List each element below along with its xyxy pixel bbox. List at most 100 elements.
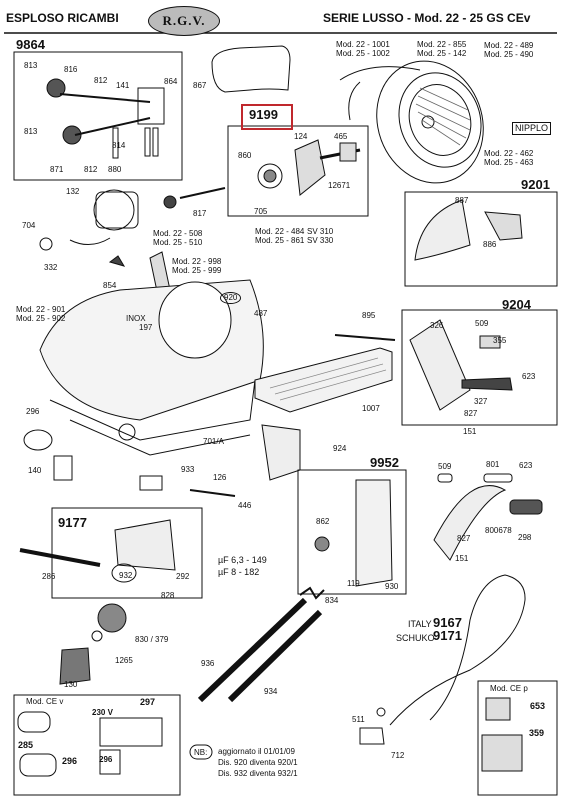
part-number: 511	[352, 715, 365, 724]
group-9201-label: 9201	[521, 177, 550, 192]
part-number: 297	[140, 697, 156, 707]
part-number: 197	[139, 323, 153, 332]
part-number: 1007	[362, 404, 380, 413]
part-number: 298	[518, 533, 532, 542]
part-number: 813	[24, 61, 38, 70]
part-number: 653	[530, 701, 546, 711]
part-number: 862	[316, 517, 330, 526]
group-9177-label: 9177	[58, 515, 87, 530]
part-number: 830 / 379	[135, 635, 169, 644]
note-line: Dis. 920 diventa 920/1	[218, 758, 298, 767]
part-number: 867	[193, 81, 207, 90]
nipplo-label: NIPPLO	[512, 122, 552, 135]
part-number: 887	[455, 196, 469, 205]
part-number: 12671	[328, 181, 351, 190]
part-number: 812	[94, 76, 108, 85]
part-number: 801	[486, 460, 500, 469]
note-line: Dis. 932 diventa 932/1	[218, 769, 298, 778]
part-number: 487	[254, 309, 268, 318]
part-number: 816	[64, 65, 78, 74]
part-number: 296	[26, 407, 40, 416]
part-number: 860	[238, 151, 252, 160]
group-9952-label: 9952	[370, 455, 399, 470]
part-number: 292	[176, 572, 190, 581]
part-number: 446	[238, 501, 252, 510]
part-number: 465	[334, 132, 348, 141]
part-number: 932	[119, 571, 133, 580]
model-label: Mod. 22 - 1001	[336, 40, 390, 49]
part-number: 924	[333, 444, 347, 453]
model-label: Mod. 25 - 999	[172, 266, 222, 275]
part-number: 151	[455, 554, 469, 563]
note-nb: NB:	[194, 748, 208, 757]
part-number: 871	[50, 165, 64, 174]
part-number: 854	[103, 281, 117, 290]
part-number: 141	[116, 81, 130, 90]
model-label: Mod. 25 - 861	[255, 236, 305, 245]
header-title-right: SERIE LUSSO - Mod. 22 - 25 GS CEv	[323, 11, 531, 25]
part-number: 701/A	[203, 437, 224, 446]
part-number: 886	[483, 240, 497, 249]
model-label: Mod. 22 - 855	[417, 40, 467, 49]
part-number: 933	[181, 465, 195, 474]
part-number: 124	[294, 132, 308, 141]
part-number: 151	[463, 427, 477, 436]
part-number: 834	[325, 596, 339, 605]
model-label: Mod. 25 - 463	[484, 158, 534, 167]
part-number: 296	[99, 755, 113, 764]
model-label: Mod. 25 - 1002	[336, 49, 390, 58]
group-9167-label: 9167	[433, 615, 462, 630]
model-label: Mod. 25 - 490	[484, 50, 534, 59]
part-number: 880	[108, 165, 122, 174]
brand-logo-text: R.G.V.	[162, 13, 206, 28]
model-label: Mod. 22 - 462	[484, 149, 534, 158]
part-number: 126	[213, 473, 227, 482]
model-label: Mod. 22 - 508	[153, 229, 203, 238]
model-label: Mod. 25 - 510	[153, 238, 203, 247]
part-number: 814	[112, 141, 126, 150]
voltage-label: 230 V	[92, 708, 113, 717]
group-9199-highlight	[241, 104, 293, 130]
part-number: 920	[220, 292, 242, 304]
part-number: 130	[64, 680, 78, 689]
group-9864-label: 9864	[16, 37, 45, 52]
part-number: 817	[193, 209, 207, 218]
group-9199-label: 9199	[249, 107, 278, 122]
part-number: 705	[254, 207, 268, 216]
capacitor-spec: µF 8 - 182	[218, 567, 260, 577]
brand-logo: R.G.V.	[148, 6, 220, 36]
part-number: 934	[264, 687, 278, 696]
part-number: 296	[62, 756, 78, 766]
header-title-left: ESPLOSO RICAMBI	[6, 11, 119, 25]
group-9171-label: 9171	[433, 628, 462, 643]
part-number: 509	[475, 319, 489, 328]
mod-ce-p-label: Mod. CE p	[490, 684, 528, 693]
model-label: SV 330	[307, 236, 334, 245]
part-number: 704	[22, 221, 36, 230]
part-number: 936	[201, 659, 215, 668]
part-number: 285	[18, 740, 34, 750]
model-label: Mod. 25 - 902	[16, 314, 66, 323]
part-number: 332	[44, 263, 58, 272]
model-label: Mod. 22 - 998	[172, 257, 222, 266]
part-number: 623	[522, 372, 536, 381]
part-number: 1265	[115, 656, 133, 665]
part-number: 712	[391, 751, 405, 760]
part-number: 355	[493, 336, 507, 345]
part-number: 864	[164, 77, 178, 86]
part-number: 286	[42, 572, 56, 581]
part-number: 359	[529, 728, 545, 738]
note-line: aggiornato il 01/01/09	[218, 747, 295, 756]
part-number: 828	[161, 591, 175, 600]
part-number: 140	[28, 466, 42, 475]
part-number: 800678	[485, 526, 512, 535]
model-label: SV 310	[307, 227, 334, 236]
part-number: 327	[474, 397, 488, 406]
part-number: 813	[24, 127, 38, 136]
schuko-label: SCHUKO	[396, 633, 435, 643]
part-number: 895	[362, 311, 376, 320]
part-number: 827	[464, 409, 478, 418]
part-number: 509	[438, 462, 452, 471]
